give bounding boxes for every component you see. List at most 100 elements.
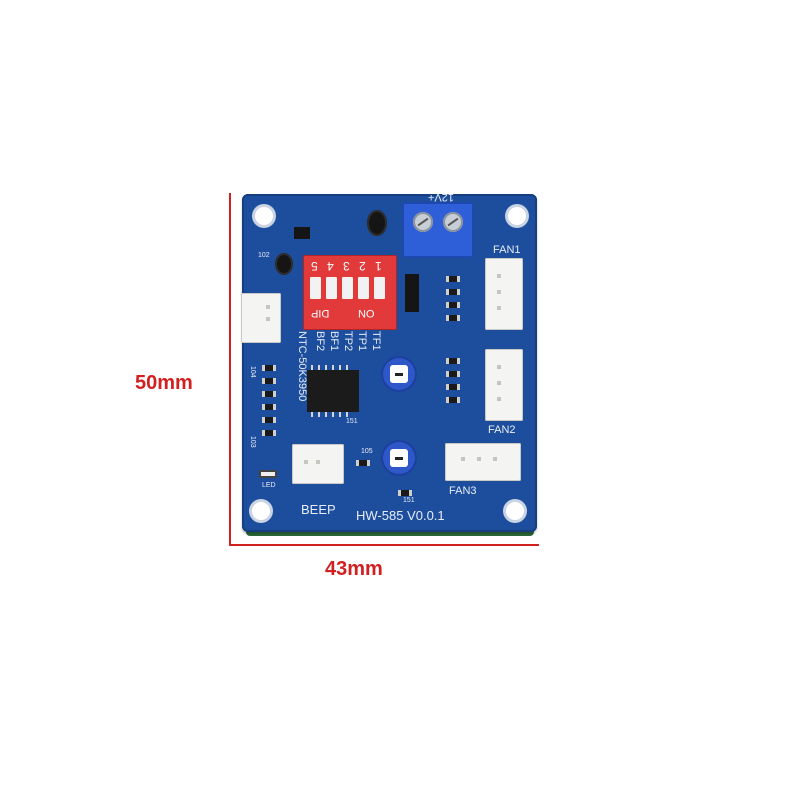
transistor — [294, 227, 310, 239]
fan1-label: FAN1 — [493, 244, 521, 256]
smd-resistor — [446, 397, 460, 403]
ntc-connector[interactable] — [241, 293, 281, 343]
smd-resistor — [446, 358, 460, 364]
pot-knob — [390, 365, 408, 383]
dip-number-3: 3 — [343, 259, 350, 273]
resistor-label-151-a: 151 — [346, 418, 358, 425]
tp2-label: TP2 — [342, 331, 354, 352]
fan3-connector[interactable] — [445, 443, 521, 481]
microcontroller-chip — [307, 370, 359, 412]
dip-toggle-4[interactable] — [326, 277, 337, 299]
bf1-label: BF1 — [328, 331, 340, 352]
tf1-label: TF1 — [370, 331, 382, 351]
chip-leg — [332, 412, 334, 417]
bf2-label: BF2 — [314, 331, 326, 352]
smd-resistor — [446, 384, 460, 390]
mounting-hole-top-left — [255, 207, 273, 225]
potentiometer-upper[interactable] — [381, 356, 417, 392]
smd-resistor — [262, 417, 276, 423]
beep-label: BEEP — [301, 502, 336, 517]
dip-number-5: 5 — [311, 259, 318, 273]
fan3-label: FAN3 — [449, 485, 477, 497]
connector-pin — [497, 381, 501, 385]
dip-toggle-3[interactable] — [342, 277, 353, 299]
electrolytic-capacitor — [275, 253, 293, 275]
smd-resistor — [262, 430, 276, 436]
smd-resistor — [262, 404, 276, 410]
screw-icon — [443, 212, 463, 232]
smd-resistor — [262, 378, 276, 384]
chip-leg — [318, 365, 320, 370]
fan1-connector[interactable] — [485, 258, 523, 330]
width-dimension-line — [229, 544, 539, 546]
height-dimension-line — [229, 193, 231, 546]
connector-pin — [461, 457, 465, 461]
smd-resistor — [446, 289, 460, 295]
dip-number-1: 1 — [375, 259, 382, 273]
connector-pin — [266, 317, 270, 321]
diode — [405, 274, 419, 312]
chip-leg — [325, 365, 327, 370]
mounting-hole-top-right — [508, 207, 526, 225]
smd-resistor — [446, 276, 460, 282]
smd-resistor — [262, 365, 276, 371]
smd-resistor — [262, 391, 276, 397]
chip-leg — [311, 365, 313, 370]
pot-knob — [390, 449, 408, 467]
power-screw-terminal[interactable] — [402, 202, 474, 258]
connector-pin — [497, 306, 501, 310]
connector-pin — [497, 365, 501, 369]
chip-leg — [346, 412, 348, 417]
dip-toggle-5[interactable] — [310, 277, 321, 299]
dip-number-2: 2 — [359, 259, 366, 273]
connector-pin — [477, 457, 481, 461]
smd-resistor — [398, 490, 412, 496]
resistor-label-102: 102 — [258, 252, 270, 259]
smd-resistor — [446, 371, 460, 377]
potentiometer-lower[interactable] — [381, 440, 417, 476]
connector-pin — [497, 274, 501, 278]
pcb-bottom-edge — [246, 530, 534, 536]
chip-leg — [346, 365, 348, 370]
resistor-label-105: 105 — [361, 448, 373, 455]
pot-slot — [395, 373, 403, 376]
dip-switch[interactable]: 5 4 3 2 1 DIP ON — [303, 255, 397, 330]
status-led — [259, 470, 277, 478]
connector-pin — [316, 460, 320, 464]
beep-connector[interactable] — [292, 444, 344, 484]
width-dimension-label: 43mm — [325, 558, 383, 580]
fan2-label: FAN2 — [488, 424, 516, 436]
screw-icon — [413, 212, 433, 232]
dip-on-label: ON — [358, 307, 375, 319]
chip-leg — [339, 412, 341, 417]
electrolytic-capacitor — [367, 210, 387, 236]
chip-leg — [332, 365, 334, 370]
connector-pin — [493, 457, 497, 461]
chip-leg — [311, 412, 313, 417]
chip-leg — [325, 412, 327, 417]
connector-pin — [497, 290, 501, 294]
pot-slot — [395, 457, 403, 460]
dip-number-4: 4 — [327, 259, 334, 273]
board-model-label: HW-585 V0.0.1 — [356, 508, 445, 523]
mounting-hole-bottom-right — [506, 502, 524, 520]
resistor-label-151-b: 151 — [403, 497, 415, 504]
smd-resistor — [356, 460, 370, 466]
dip-toggle-2[interactable] — [358, 277, 369, 299]
dip-toggle-1[interactable] — [374, 277, 385, 299]
resistor-label-103: 103 — [249, 436, 256, 448]
connector-pin — [497, 397, 501, 401]
fan2-connector[interactable] — [485, 349, 523, 421]
smd-resistor — [446, 302, 460, 308]
mounting-hole-bottom-left — [252, 502, 270, 520]
chip-leg — [339, 365, 341, 370]
connector-pin — [266, 305, 270, 309]
dip-label: DIP — [311, 307, 330, 319]
chip-leg — [318, 412, 320, 417]
led-label: LED — [262, 482, 276, 489]
connector-pin — [304, 460, 308, 464]
smd-resistor — [446, 315, 460, 321]
resistor-label-104: 104 — [249, 366, 256, 378]
height-dimension-label: 50mm — [135, 372, 193, 394]
tp1-label: TP1 — [356, 331, 368, 352]
